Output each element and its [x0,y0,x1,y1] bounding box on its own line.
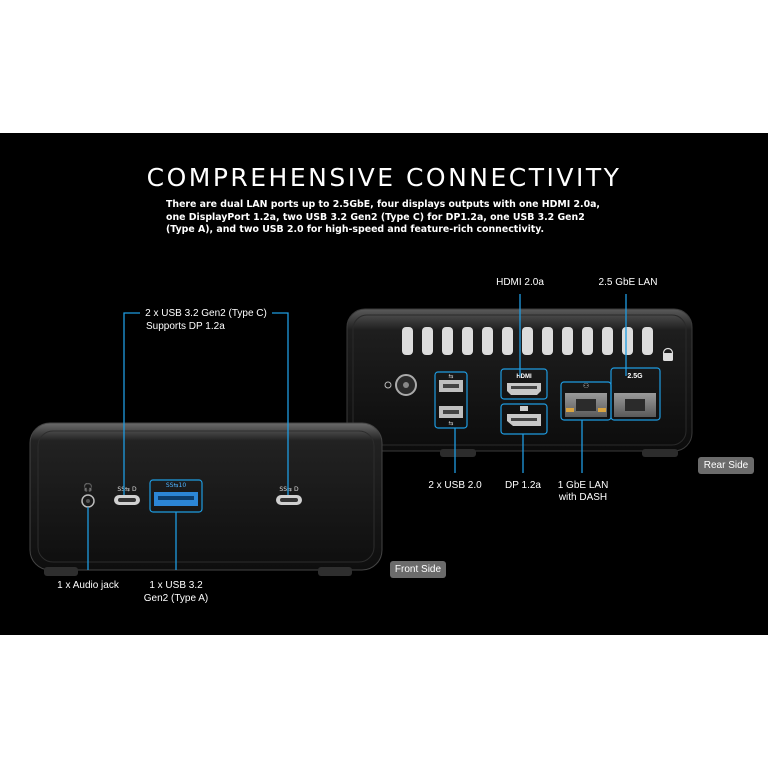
hdmi-port-mark: HDMI [516,374,532,380]
description-text: There are dual LAN ports up to 2.5GbE, f… [166,199,600,235]
svg-text:⚇: ⚇ [583,382,589,390]
svg-text:⇆: ⇆ [448,420,453,427]
label-lan-1gbe-line1: 1 GbE LAN [557,480,609,491]
usb-c-port-right[interactable]: SS⇆ D [276,486,302,505]
label-audio-jack: 1 x Audio jack [57,580,119,591]
hdmi-port[interactable]: HDMI [500,368,548,400]
svg-text:SS⇆ D: SS⇆ D [117,486,137,493]
rear-callout-lines [454,294,627,473]
label-hdmi: HDMI 2.0a [496,277,544,288]
connectivity-panel: COMPREHENSIVE CONNECTIVITY There are dua… [0,133,768,635]
label-usb-a-line2: Gen2 (Type A) [143,593,209,604]
vent-slots [402,327,653,355]
lan25-port-mark: 2.5G [627,373,643,380]
rear-side-badge: Rear Side [698,457,754,474]
devices-illustration: ⇆ ⇆ HDMI [29,294,693,576]
label-usb20: 2 x USB 2.0 [428,480,482,491]
label-dp: DP 1.2a [505,480,541,491]
front-device: 🎧 SS⇆ D SS⇆10 SS⇆ D [29,422,383,576]
displayport-port[interactable] [500,403,548,435]
svg-text:🎧: 🎧 [83,482,93,492]
label-usb-c-line1: 2 x USB 3.2 Gen2 (Type C) [145,308,267,319]
lan-25gbe-port[interactable]: 2.5G [610,367,661,421]
lock-icon [662,347,674,361]
svg-text:⇆: ⇆ [448,373,453,380]
svg-text:SS⇆ D: SS⇆ D [279,486,299,493]
usb20-ports[interactable]: ⇆ ⇆ [434,371,468,429]
label-usb-c-line2: Supports DP 1.2a [146,321,225,332]
page-title: COMPREHENSIVE CONNECTIVITY [146,163,622,192]
dc-in-icon [384,374,417,396]
front-callout-lines [87,312,289,570]
label-lan-1gbe-line2: with DASH [558,492,608,503]
front-side-badge: Front Side [390,561,446,578]
label-usb-a-line1: 1 x USB 3.2 [149,580,203,591]
svg-text:SS⇆10: SS⇆10 [166,482,186,489]
label-lan-25gbe: 2.5 GbE LAN [598,277,658,288]
rear-device: ⇆ ⇆ HDMI [346,308,693,457]
usb-c-port-left[interactable]: SS⇆ D [114,486,140,505]
